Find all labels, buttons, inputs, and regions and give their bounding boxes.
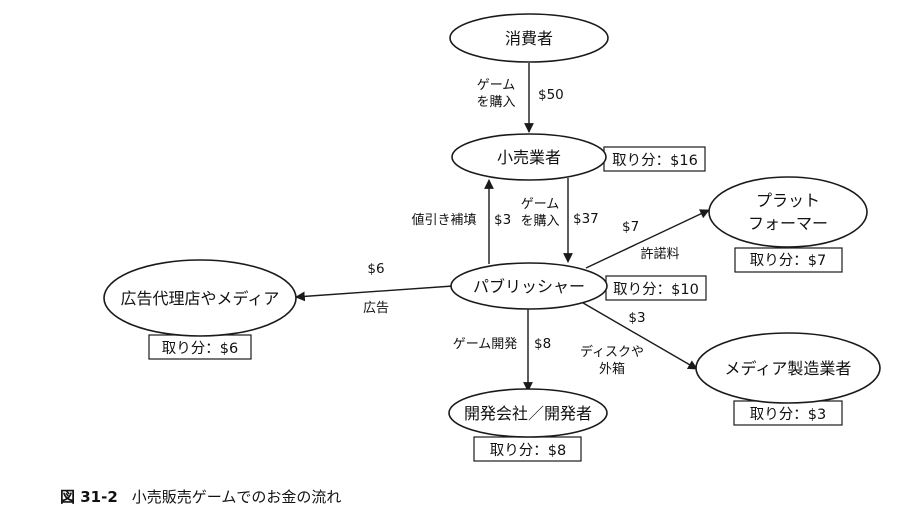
figure-number: 図 31-2 bbox=[60, 488, 118, 506]
share-box-platform bbox=[734, 247, 843, 273]
edge-publisher-to-media-label-line1: ディスクや bbox=[580, 344, 644, 360]
node-ad-agency-label: 広告代理店やメディア bbox=[121, 289, 280, 308]
node-ad-agency: 広告代理店やメディア 取り分：$6 bbox=[103, 259, 297, 360]
share-box-ad-agency bbox=[148, 334, 252, 360]
node-consumer: 消費者 bbox=[449, 13, 609, 63]
figure-caption-text: 小売販売ゲームでのお金の流れ bbox=[131, 488, 342, 506]
node-retailer-label: 小売業者 bbox=[497, 148, 561, 167]
edge-retailer-to-publisher-label-line2: を購入 bbox=[520, 214, 559, 229]
figure-caption: 図 31-2 小売販売ゲームでのお金の流れ bbox=[60, 486, 341, 507]
node-platform-label-line1: プラット bbox=[756, 191, 820, 210]
edge-publisher-to-ad-label: 広告 bbox=[363, 301, 389, 316]
edge-retailer-to-publisher-amount: $37 bbox=[573, 211, 599, 227]
share-retailer: 取り分：$16 bbox=[612, 152, 698, 169]
share-publisher: 取り分：$10 bbox=[613, 281, 699, 298]
node-publisher-label: パブリッシャー bbox=[473, 277, 585, 296]
node-retailer: 小売業者 取り分：$16 bbox=[451, 133, 706, 181]
node-platform-label-line2: フォーマー bbox=[748, 214, 828, 233]
share-platform: 取り分：$7 bbox=[750, 252, 826, 269]
edge-publisher-to-platform-label: 許諾料 bbox=[640, 246, 679, 262]
edge-retailer-to-publisher-label-line1: ゲーム bbox=[521, 197, 560, 212]
share-box-publisher bbox=[605, 275, 707, 301]
edge-publisher-to-developer-amount: $8 bbox=[534, 336, 551, 352]
edge-publisher-to-retailer-label: 値引き補填 bbox=[411, 212, 476, 228]
edge-publisher-to-media-manufacturer bbox=[577, 299, 698, 370]
node-developer: 開発会社／開発者 取り分：$8 bbox=[448, 388, 608, 462]
share-box-retailer bbox=[603, 146, 706, 172]
node-publisher: パブリッシャー 取り分：$10 bbox=[450, 262, 707, 310]
edge-publisher-to-platform bbox=[585, 209, 710, 269]
node-developer-label: 開発会社／開発者 bbox=[464, 404, 592, 423]
share-media-manufacturer: 取り分：$3 bbox=[750, 406, 826, 423]
edge-consumer-to-retailer-label-line1: ゲーム bbox=[477, 78, 516, 93]
share-box-media-manufacturer bbox=[733, 400, 843, 426]
node-consumer-label: 消費者 bbox=[505, 29, 553, 48]
edge-publisher-to-retailer-amount: $3 bbox=[494, 212, 511, 228]
edge-publisher-to-platform-amount: $7 bbox=[622, 219, 639, 235]
edge-publisher-to-developer-label: ゲーム開発 bbox=[453, 337, 518, 352]
node-media-manufacturer-label: メディア製造業者 bbox=[725, 359, 852, 378]
share-box-developer bbox=[473, 436, 582, 462]
edge-publisher-to-ad-amount: $6 bbox=[367, 261, 384, 277]
edge-publisher-to-ad-agency bbox=[295, 285, 454, 302]
edge-publisher-to-media-amount: $3 bbox=[628, 310, 645, 326]
share-developer: 取り分：$8 bbox=[490, 442, 566, 459]
share-ad-agency: 取り分：$6 bbox=[162, 340, 238, 357]
edge-consumer-to-retailer-label-line2: を購入 bbox=[476, 95, 515, 110]
node-media-manufacturer: メディア製造業者 取り分：$3 bbox=[695, 332, 881, 426]
node-platform: プラット フォーマー 取り分：$7 bbox=[708, 176, 868, 273]
edge-publisher-to-media-label-line2: 外箱 bbox=[599, 361, 625, 377]
edge-consumer-to-retailer-amount: $50 bbox=[538, 87, 564, 103]
